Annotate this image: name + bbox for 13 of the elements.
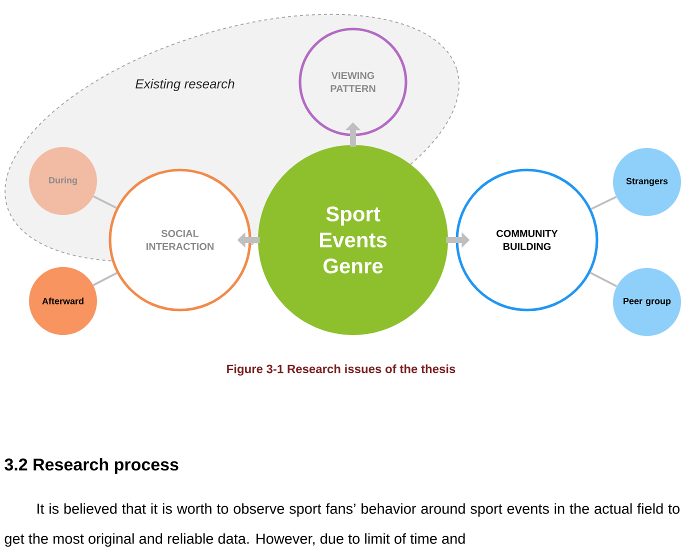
topic-disc: Afterward [29,267,97,335]
connector-line [93,196,117,209]
topic-disc: During [29,147,97,215]
topic-disc: Strangers [613,148,681,216]
group-label: Existing research [136,78,234,92]
figure-caption: Figure 3-1 Research issues of the thesis [227,364,456,376]
connector-line [590,196,617,210]
topic-disc: Sport Events Genre [258,145,448,335]
connector-line [590,272,618,288]
connector-line [92,272,118,286]
body-paragraph: It is believed that it is worth to observe sport fans’ behavior around sport events in the actual field to get the most original and reliable data. However, due to limit of time and [4,503,680,547]
topic-disc: Peer group [613,268,681,336]
section-heading: 3.2 Research process [4,458,178,474]
